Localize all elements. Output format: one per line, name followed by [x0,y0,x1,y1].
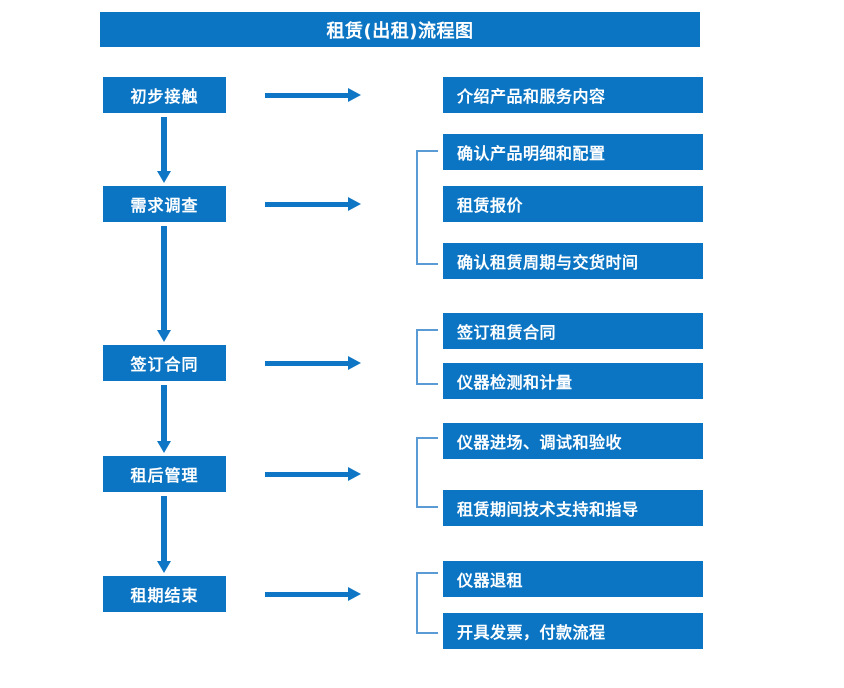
page-title: 租赁(出租)流程图 [100,12,700,47]
vertical-arrow-2-to-3 [157,226,171,342]
detail-box-8[interactable]: 租赁期间技术支持和指导 [443,490,703,526]
arrow-shaft [161,226,167,330]
detail-box-1[interactable]: 介绍产品和服务内容 [443,77,703,113]
arrow-head [157,561,171,573]
horizontal-arrow-stage-3 [265,356,361,370]
arrow-shaft [265,202,349,207]
arrow-head [348,587,361,601]
arrow-shaft [161,385,167,441]
group-bracket-contract [416,329,438,385]
arrow-head [157,171,171,183]
group-bracket-requirements [416,150,438,265]
arrow-shaft [265,592,349,597]
arrow-shaft [161,117,167,171]
horizontal-arrow-stage-2 [265,197,361,211]
arrow-shaft [265,472,349,477]
arrow-head [157,441,171,453]
stage-box-1[interactable]: 初步接触 [103,77,226,113]
group-bracket-closing [416,572,438,634]
vertical-arrow-1-to-2 [157,117,171,183]
arrow-head [348,88,361,102]
arrow-shaft [265,93,349,98]
detail-box-7[interactable]: 仪器进场、调试和验收 [443,423,703,459]
vertical-arrow-4-to-5 [157,496,171,573]
vertical-arrow-3-to-4 [157,385,171,453]
arrow-head [348,467,361,481]
detail-box-2[interactable]: 确认产品明细和配置 [443,134,703,170]
arrow-head [348,197,361,211]
detail-box-9[interactable]: 仪器退租 [443,561,703,597]
detail-box-6[interactable]: 仪器检测和计量 [443,363,703,399]
stage-box-4[interactable]: 租后管理 [103,456,226,492]
stage-box-2[interactable]: 需求调查 [103,186,226,222]
detail-box-5[interactable]: 签订租赁合同 [443,313,703,349]
detail-box-4[interactable]: 确认租赁周期与交货时间 [443,243,703,279]
arrow-shaft [161,496,167,561]
horizontal-arrow-stage-4 [265,467,361,481]
arrow-shaft [265,361,349,366]
stage-box-5[interactable]: 租期结束 [103,576,226,612]
horizontal-arrow-stage-1 [265,88,361,102]
group-bracket-management [416,437,438,508]
horizontal-arrow-stage-5 [265,587,361,601]
detail-box-3[interactable]: 租赁报价 [443,186,703,222]
arrow-head [348,356,361,370]
arrow-head [157,330,171,342]
detail-box-10[interactable]: 开具发票，付款流程 [443,613,703,649]
stage-box-3[interactable]: 签订合同 [103,345,226,381]
